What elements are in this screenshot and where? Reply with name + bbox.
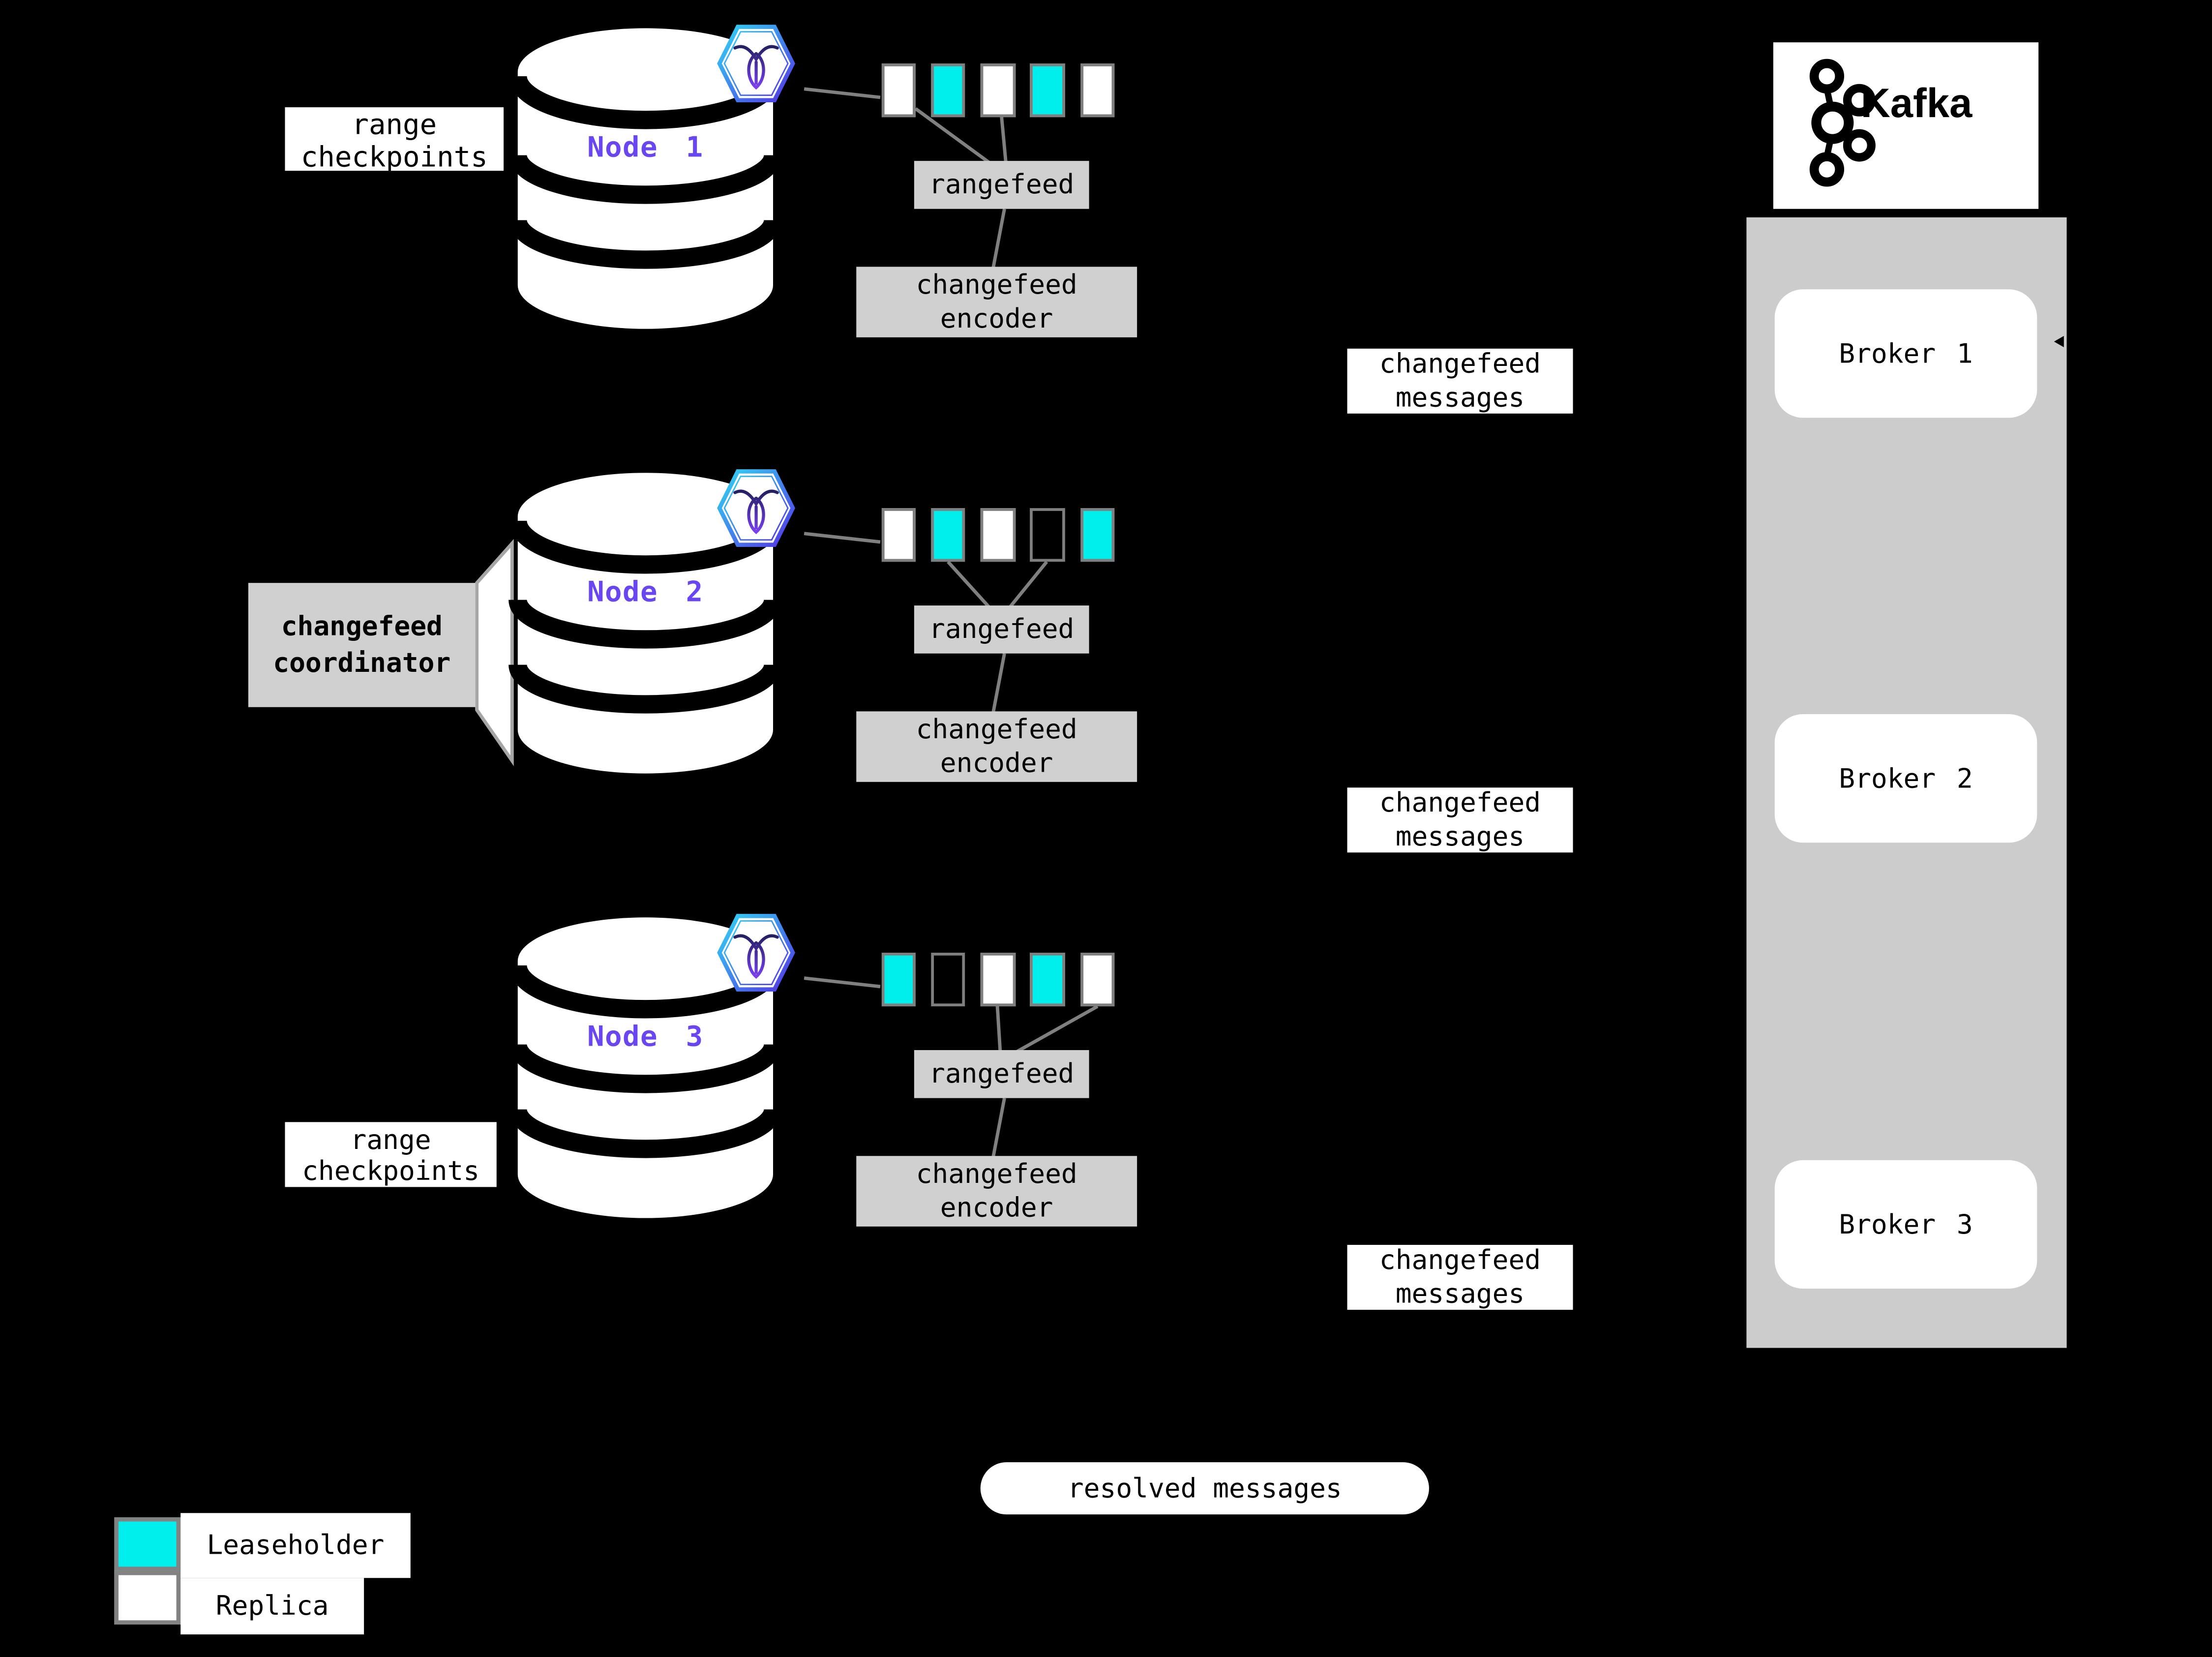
range-rect [1030, 508, 1065, 561]
range-rect [980, 508, 1016, 561]
node2-label: Node 2 [587, 574, 704, 608]
range-rect [1080, 952, 1115, 1006]
connector-range-to-rangefeed-1b [1000, 117, 1008, 163]
range-rect [930, 63, 965, 117]
arrowhead-icon [2054, 335, 2064, 347]
node1-label: Node 1 [587, 130, 704, 164]
range-rect [930, 508, 965, 561]
database-cylinder-icon-node3 [508, 917, 782, 1218]
range-rect [1080, 63, 1115, 117]
kafka-logo-icon [1809, 59, 1876, 187]
broker-3-box: Broker 3 [1774, 1160, 2037, 1289]
connector-node1-to-range [804, 87, 881, 99]
cockroachdb-logo-icon-node1 [717, 25, 795, 103]
node3-label: Node 3 [587, 1019, 704, 1053]
range-rect [1030, 63, 1065, 117]
changefeed-messages-label-3: changefeed messages [1347, 1245, 1573, 1310]
changefeed-coordinator-label: changefeed coordinator [248, 583, 476, 707]
range-rect [1080, 508, 1115, 561]
rangefeed-box-node2: rangefeed [914, 605, 1089, 654]
connector-range-to-rangefeed-2b [1009, 560, 1048, 608]
broker-2-box: Broker 2 [1774, 714, 2037, 843]
range-rect [1030, 952, 1065, 1006]
connector-node3-to-range [804, 976, 881, 989]
cockroachdb-logo-icon-node2 [717, 469, 795, 547]
connector-range-to-rangefeed-3b [1016, 1005, 1099, 1053]
coordinator-flag-shape [475, 539, 514, 766]
changefeed-encoder-box-node3: changefeed encoder [856, 1156, 1137, 1227]
range-rect [980, 952, 1016, 1006]
range-checkpoints-label-node3: range checkpoints [285, 1122, 497, 1187]
resolved-messages-pill: resolved messages [980, 1462, 1429, 1515]
database-cylinder-icon-node2 [508, 473, 782, 774]
connector-rangefeed-to-encoder-2 [991, 653, 1006, 713]
connector-range-to-rangefeed-2a [947, 560, 990, 608]
connector-node2-to-range [804, 532, 881, 544]
kafka-logo-box: Kafka [1773, 42, 2039, 209]
range-rect [930, 952, 965, 1006]
rangefeed-box-node1: rangefeed [914, 161, 1089, 209]
rangefeed-box-node3: rangefeed [914, 1050, 1089, 1098]
database-cylinder-icon-node1 [508, 28, 782, 329]
range-checkpoints-label-node1: range checkpoints [285, 107, 504, 171]
changefeed-encoder-box-node2: changefeed encoder [856, 711, 1137, 782]
range-rect [881, 952, 916, 1006]
changefeed-messages-label-2: changefeed messages [1347, 787, 1573, 853]
cockroachdb-logo-icon-node3 [717, 914, 795, 992]
connector-rangefeed-to-encoder-1 [991, 209, 1006, 269]
range-rect [881, 508, 916, 561]
connector-range-to-rangefeed-1a [914, 107, 990, 164]
connector-range-to-rangefeed-3a [995, 1006, 1002, 1052]
legend-replica-label: Replica [180, 1578, 364, 1635]
changefeed-messages-label-1: changefeed messages [1347, 348, 1573, 414]
connector-rangefeed-to-encoder-3 [991, 1097, 1006, 1158]
changefeed-encoder-box-node1: changefeed encoder [856, 267, 1137, 337]
broker-1-box: Broker 1 [1774, 289, 2037, 418]
range-rect [980, 63, 1016, 117]
kafka-title: Kafka [1860, 82, 1973, 127]
legend-leaseholder-swatch [114, 1517, 181, 1571]
legend-replica-swatch [114, 1570, 181, 1625]
legend-leaseholder-label: Leaseholder [180, 1513, 411, 1578]
range-rect [881, 63, 916, 117]
